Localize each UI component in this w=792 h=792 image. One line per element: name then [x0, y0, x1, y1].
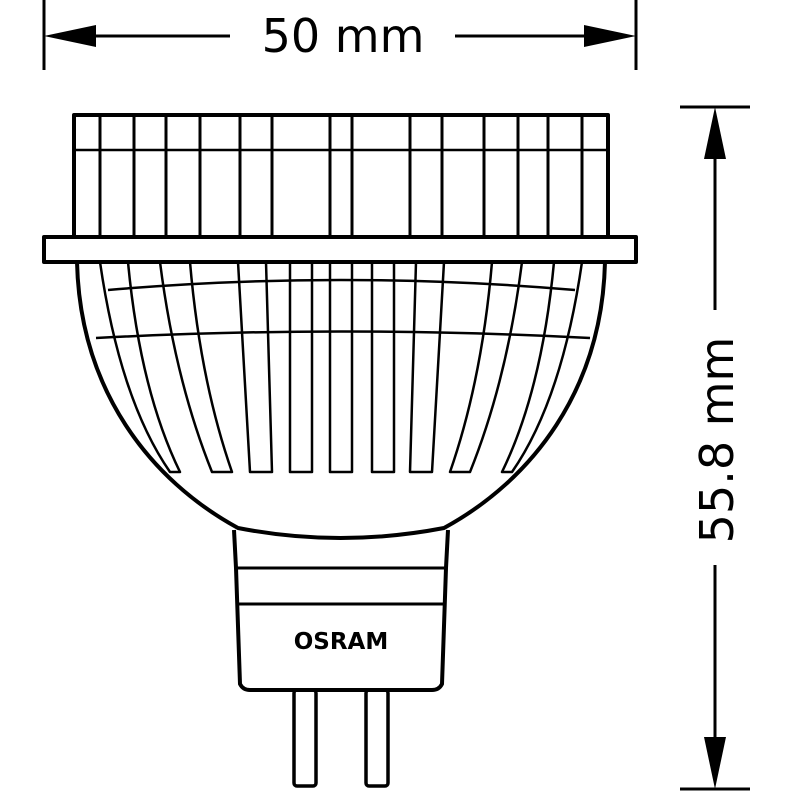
reflector-band-lower [95, 330, 591, 340]
fin [408, 261, 446, 474]
reflector-fins [98, 261, 584, 474]
height-arrow-bottom [704, 737, 726, 789]
height-arrow-top [704, 107, 726, 159]
fin [328, 262, 354, 474]
fin [288, 262, 314, 474]
fin [370, 262, 396, 474]
top-fin-block [72, 113, 610, 239]
pin-right [364, 688, 390, 788]
width-arrow-right [584, 25, 636, 47]
height-dimension: 55.8 mm [680, 105, 750, 791]
fin [158, 261, 234, 474]
fin [236, 261, 274, 474]
height-label: 55.8 mm [690, 337, 744, 544]
top-fin [482, 113, 520, 239]
reflector-rim [42, 235, 638, 264]
lamp: OSRAM [42, 113, 638, 788]
width-label: 50 mm [262, 9, 425, 63]
width-arrow-left [44, 25, 96, 47]
top-fin [98, 113, 136, 239]
top-fin [408, 113, 444, 239]
base-housing [232, 529, 450, 692]
fin [98, 261, 182, 474]
brand-logo: OSRAM [294, 629, 389, 655]
top-fin [328, 113, 354, 239]
reflector-band-upper [107, 278, 576, 292]
width-dimension: 50 mm [42, 0, 638, 70]
top-fin [546, 113, 584, 239]
top-fin-frame [72, 113, 610, 239]
fin [448, 261, 524, 474]
pin-left [292, 688, 318, 788]
top-fin [238, 113, 274, 239]
top-fin [164, 113, 202, 239]
base-pins [292, 688, 390, 788]
reflector-outline [75, 261, 607, 540]
fin [500, 261, 584, 474]
